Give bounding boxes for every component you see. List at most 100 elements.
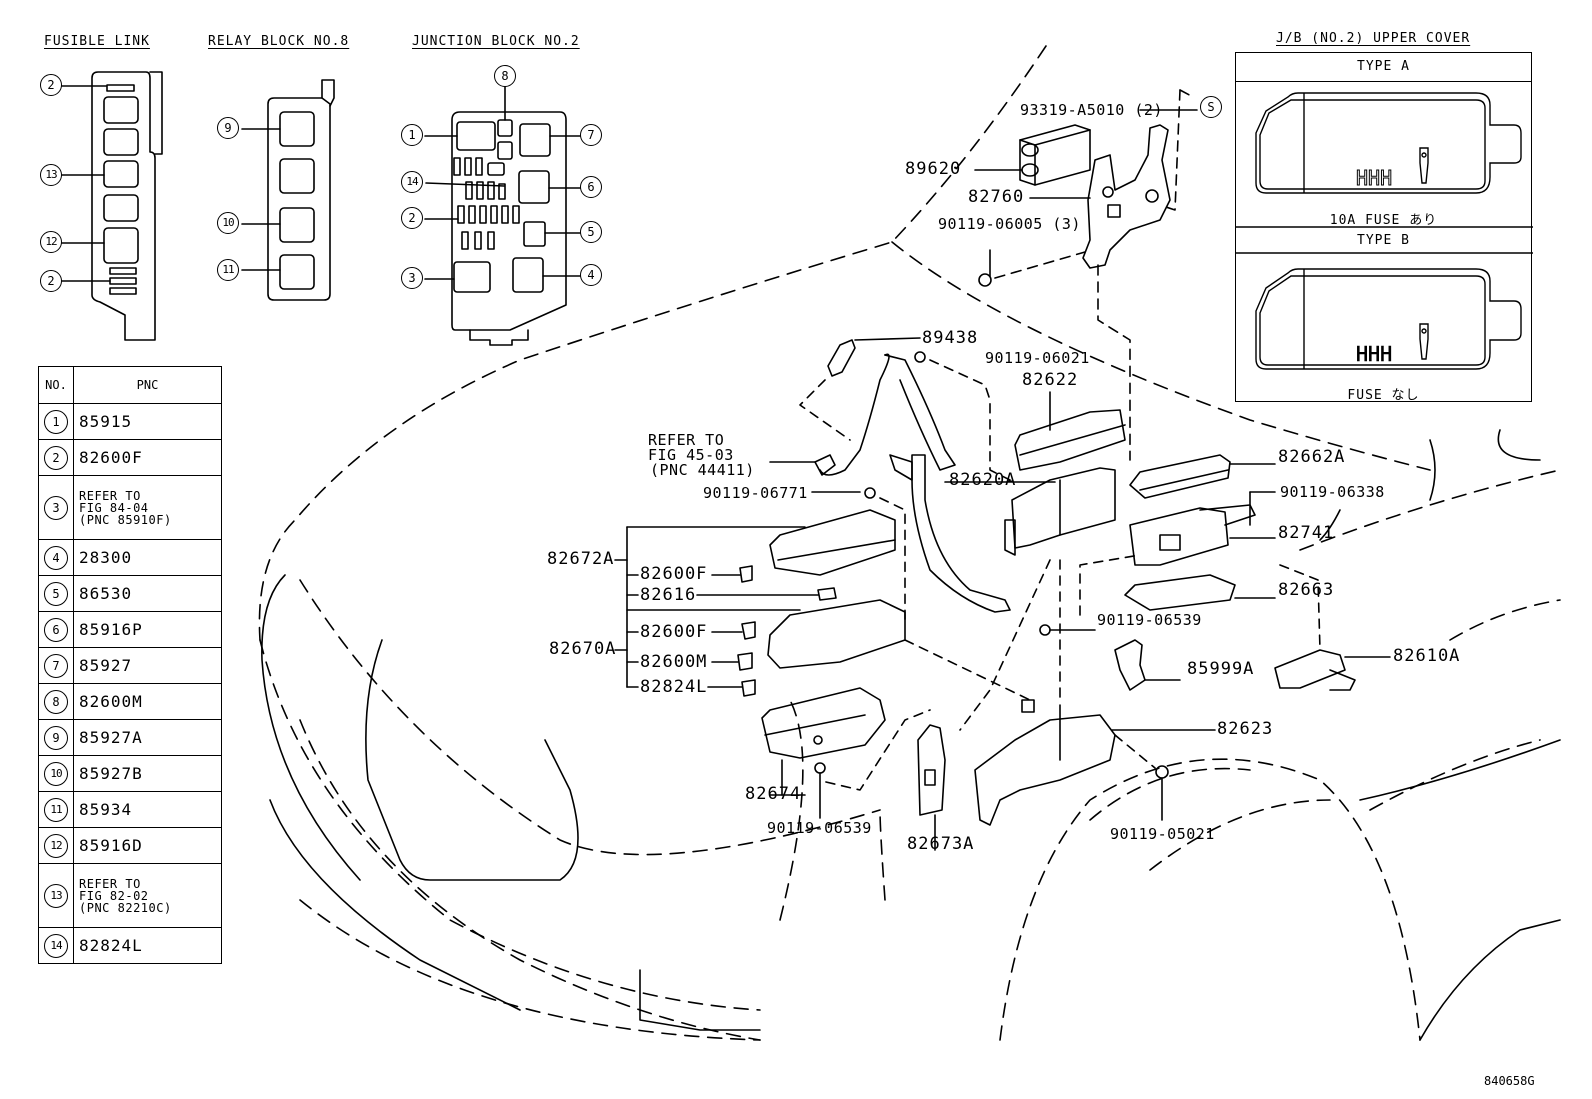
row-number-cell: 12 bbox=[38, 827, 74, 864]
part-82672A-drawing bbox=[626, 509, 896, 688]
part-82741-drawing bbox=[1129, 491, 1341, 566]
pnc-line: (PNC 82210C) bbox=[79, 900, 172, 915]
row-number-cell: 11 bbox=[38, 791, 74, 828]
part-label: 93319-A5010 (2) bbox=[1020, 101, 1163, 119]
upper-cover-title: J/B (NO.2) UPPER COVER bbox=[1276, 31, 1471, 46]
callout-circle: 2 bbox=[44, 445, 68, 470]
part-label: 90119-06771 bbox=[703, 484, 808, 502]
row-number-cell: 2 bbox=[38, 439, 74, 476]
callout-circle: 14 bbox=[401, 171, 423, 193]
part-label: 82600M bbox=[640, 652, 708, 672]
row-number-cell: 8 bbox=[38, 683, 74, 720]
row-number-cell: 10 bbox=[38, 755, 74, 792]
callout-circle: 2 bbox=[40, 74, 62, 96]
dashed-leaders-top bbox=[994, 89, 1196, 461]
header-no: NO. bbox=[38, 366, 74, 404]
part-label: 90119-05021 bbox=[1110, 825, 1215, 843]
row-number-cell: 5 bbox=[38, 575, 74, 612]
part-label: 82600F bbox=[640, 622, 708, 642]
part-85999A-drawing bbox=[1039, 624, 1181, 691]
callout-circle: 10 bbox=[44, 761, 68, 786]
callout-circle: 12 bbox=[44, 833, 68, 858]
callout-circle: 2 bbox=[401, 207, 423, 229]
callout-circle: 7 bbox=[580, 124, 602, 146]
row-number-cell: 9 bbox=[38, 719, 74, 756]
row-number-cell: 1 bbox=[38, 403, 74, 440]
callout-circle: 6 bbox=[580, 176, 602, 198]
junction-block-title: JUNCTION BLOCK NO.2 bbox=[412, 34, 580, 49]
callout-circle: 3 bbox=[44, 495, 68, 520]
pnc-cell: 85915 bbox=[73, 403, 222, 440]
callout-circle: 7 bbox=[44, 653, 68, 678]
part-82662A-drawing bbox=[1129, 454, 1276, 499]
table-header-row: NO. PNC bbox=[38, 366, 222, 404]
part-label: 89620 bbox=[905, 159, 962, 179]
callout-circle: 12 bbox=[40, 231, 62, 253]
pnc-line: REFER TO bbox=[79, 488, 141, 503]
car-body-solid bbox=[261, 429, 1561, 1041]
callout-circle: 2 bbox=[40, 270, 62, 292]
callout-circle: 3 bbox=[401, 267, 423, 289]
callout-circle: 11 bbox=[44, 797, 68, 822]
part-label: 82616 bbox=[640, 585, 697, 605]
type-a-caption: 10A FUSE あり bbox=[1329, 213, 1438, 228]
callout-circle: 10 bbox=[217, 212, 239, 234]
relay-block-title: RELAY BLOCK NO.8 bbox=[208, 34, 350, 49]
pnc-cell: 82824L bbox=[73, 927, 222, 964]
refer-note-line3: (PNC 44411) bbox=[650, 461, 755, 479]
part-label: 82670A bbox=[549, 639, 617, 659]
pnc-cell: 85927 bbox=[73, 647, 222, 684]
junction-block-drawing bbox=[424, 85, 581, 346]
part-label: 82610A bbox=[1393, 646, 1461, 666]
dashed-leaders-right bbox=[1079, 554, 1321, 651]
callout-circle: 9 bbox=[217, 117, 239, 139]
pnc-line: FIG 82-02 bbox=[79, 888, 149, 903]
upper-cover-panel: TYPE A HHH HHH 10A FUSE あり bbox=[1235, 52, 1533, 403]
part-82673A-drawing bbox=[917, 724, 946, 851]
part-82670A-drawing bbox=[614, 559, 906, 697]
figure-id: 840658G bbox=[1484, 1074, 1535, 1088]
row-number-cell: 7 bbox=[38, 647, 74, 684]
part-label: 82663 bbox=[1278, 580, 1335, 600]
part-label: 82600F bbox=[640, 564, 708, 584]
pnc-cell: 85927A bbox=[73, 719, 222, 756]
pnc-cell: 85927B bbox=[73, 755, 222, 792]
refer-note-line2: FIG 45-03 bbox=[648, 446, 734, 464]
part-label: 90119-06005 (3) bbox=[938, 215, 1081, 233]
part-label: 82741 bbox=[1278, 523, 1335, 543]
callout-circle: 8 bbox=[494, 65, 516, 87]
pnc-line: (PNC 85910F) bbox=[79, 512, 172, 527]
refer-note-line1: REFER TO bbox=[648, 431, 725, 449]
pnc-cell: 85916D bbox=[73, 827, 222, 864]
car-body-outline bbox=[258, 45, 1561, 1041]
callout-circle: 6 bbox=[44, 617, 68, 642]
pnc-cell: 86530 bbox=[73, 575, 222, 612]
part-82623-drawing bbox=[974, 699, 1216, 826]
fusible-link-drawing bbox=[61, 71, 163, 341]
part-label: 82672A bbox=[547, 549, 615, 569]
fusible-link-title: FUSIBLE LINK bbox=[44, 34, 150, 49]
part-label: 82623 bbox=[1217, 719, 1274, 739]
pnc-cell: 82600F bbox=[73, 439, 222, 476]
relay-block-drawing bbox=[241, 79, 335, 301]
ref-symbol-s: S bbox=[1200, 96, 1222, 118]
svg-text:HHH: HHH bbox=[1356, 342, 1392, 366]
part-label: 82824L bbox=[640, 677, 708, 697]
type-a-label: TYPE A bbox=[1236, 53, 1531, 82]
row-number-cell: 6 bbox=[38, 611, 74, 648]
pnc-line: REFER TO bbox=[79, 876, 141, 891]
callout-circle: 8 bbox=[44, 689, 68, 714]
part-label: 82620A bbox=[949, 470, 1017, 490]
